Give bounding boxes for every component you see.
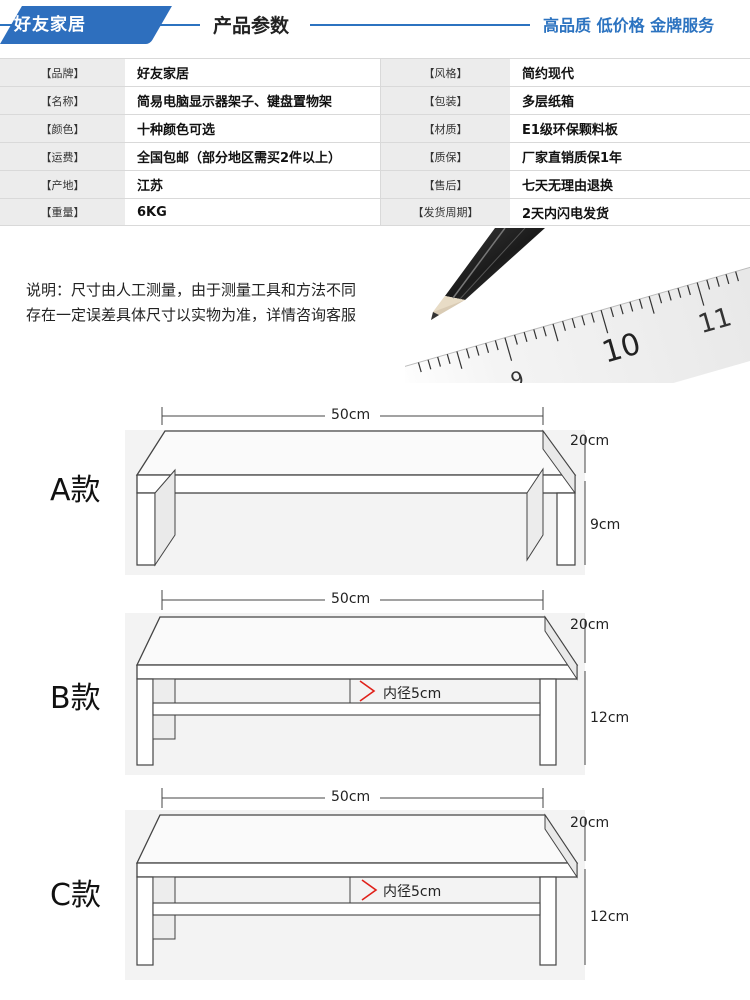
height-dimension: 12cm — [590, 909, 630, 925]
shelf-c-drawing — [125, 788, 586, 980]
depth-dimension: 20cm — [570, 433, 610, 449]
ruler-illustration: 9 10 11 — [405, 228, 750, 383]
spec-label: 【名称】 — [0, 87, 125, 114]
slogan: 高品质 低价格 金牌服务 — [543, 16, 715, 35]
spec-value: 简易电脑显示器架子、键盘置物架 — [125, 87, 380, 114]
width-dimension: 50cm — [331, 591, 371, 607]
table-row: 【名称】 简易电脑显示器架子、键盘置物架 【包装】 多层纸箱 — [0, 86, 750, 114]
width-dimension: 50cm — [331, 789, 371, 805]
spec-label: 【发货周期】 — [380, 199, 510, 225]
spec-label: 【运费】 — [0, 143, 125, 170]
section-title: 产品参数 — [213, 15, 290, 37]
brand-name: 好友家居 — [14, 15, 86, 35]
height-dimension: 9cm — [590, 517, 621, 533]
spec-label: 【售后】 — [380, 171, 510, 198]
shelf-b-drawing — [125, 590, 586, 775]
ruler-graphic: 9 10 11 — [405, 228, 750, 383]
table-row: 【重量】 6KG 【发货周期】 2天内闪电发货 — [0, 198, 750, 226]
model-label: B款 — [50, 681, 101, 716]
spec-label: 【品牌】 — [0, 59, 125, 86]
spec-table: 【品牌】 好友家居 【风格】 简约现代 【名称】 简易电脑显示器架子、键盘置物架… — [0, 58, 750, 226]
depth-dimension: 20cm — [570, 815, 610, 831]
spec-label: 【包装】 — [380, 87, 510, 114]
spec-value: 好友家居 — [125, 59, 380, 86]
model-b-diagram: B款 50cm 20cm 12cm 内径5cm — [0, 585, 750, 780]
inner-dimension: 内径5cm — [383, 686, 442, 702]
spec-value: 江苏 — [125, 171, 380, 198]
spec-value: 简约现代 — [510, 59, 750, 86]
model-label: C款 — [50, 878, 101, 913]
spec-label: 【产地】 — [0, 171, 125, 198]
shelf-a-drawing — [125, 407, 586, 575]
header-rule — [0, 24, 750, 26]
height-dimension: 12cm — [590, 710, 630, 726]
header: 好友家居 产品参数 高品质 低价格 金牌服务 — [0, 0, 750, 50]
spec-value: 厂家直销质保1年 — [510, 143, 750, 170]
pencil-icon — [431, 228, 545, 320]
model-c-diagram: C款 50cm 20cm 12cm 内径5cm — [0, 785, 750, 985]
table-row: 【运费】 全国包邮（部分地区需买2件以上） 【质保】 厂家直销质保1年 — [0, 142, 750, 170]
spec-value: 七天无理由退换 — [510, 171, 750, 198]
depth-dimension: 20cm — [570, 617, 610, 633]
spec-label: 【风格】 — [380, 59, 510, 86]
note-line: 存在一定误差具体尺寸以实物为准，详情咨询客服 — [26, 306, 357, 324]
spec-label: 【质保】 — [380, 143, 510, 170]
spec-value: 十种颜色可选 — [125, 115, 380, 142]
table-row: 【品牌】 好友家居 【风格】 简约现代 — [0, 58, 750, 86]
measurement-note: 说明：尺寸由人工测量，由于测量工具和方法不同 存在一定误差具体尺寸以实物为准，详… — [26, 278, 356, 328]
spec-value: 2天内闪电发货 — [510, 199, 750, 225]
spec-value: E1级环保颗料板 — [510, 115, 750, 142]
spec-value: 多层纸箱 — [510, 87, 750, 114]
model-label: A款 — [50, 473, 101, 508]
inner-dimension: 内径5cm — [383, 884, 442, 900]
spec-label: 【重量】 — [0, 199, 125, 225]
note-line: 说明：尺寸由人工测量，由于测量工具和方法不同 — [26, 281, 357, 299]
table-row: 【颜色】 十种颜色可选 【材质】 E1级环保颗料板 — [0, 114, 750, 142]
width-dimension: 50cm — [331, 407, 371, 423]
spec-value: 6KG — [125, 199, 380, 225]
table-row: 【产地】 江苏 【售后】 七天无理由退换 — [0, 170, 750, 198]
model-a-diagram: A款 50cm 20cm 9cm — [0, 395, 750, 590]
spec-value: 全国包邮（部分地区需买2件以上） — [125, 143, 380, 170]
spec-label: 【颜色】 — [0, 115, 125, 142]
spec-label: 【材质】 — [380, 115, 510, 142]
